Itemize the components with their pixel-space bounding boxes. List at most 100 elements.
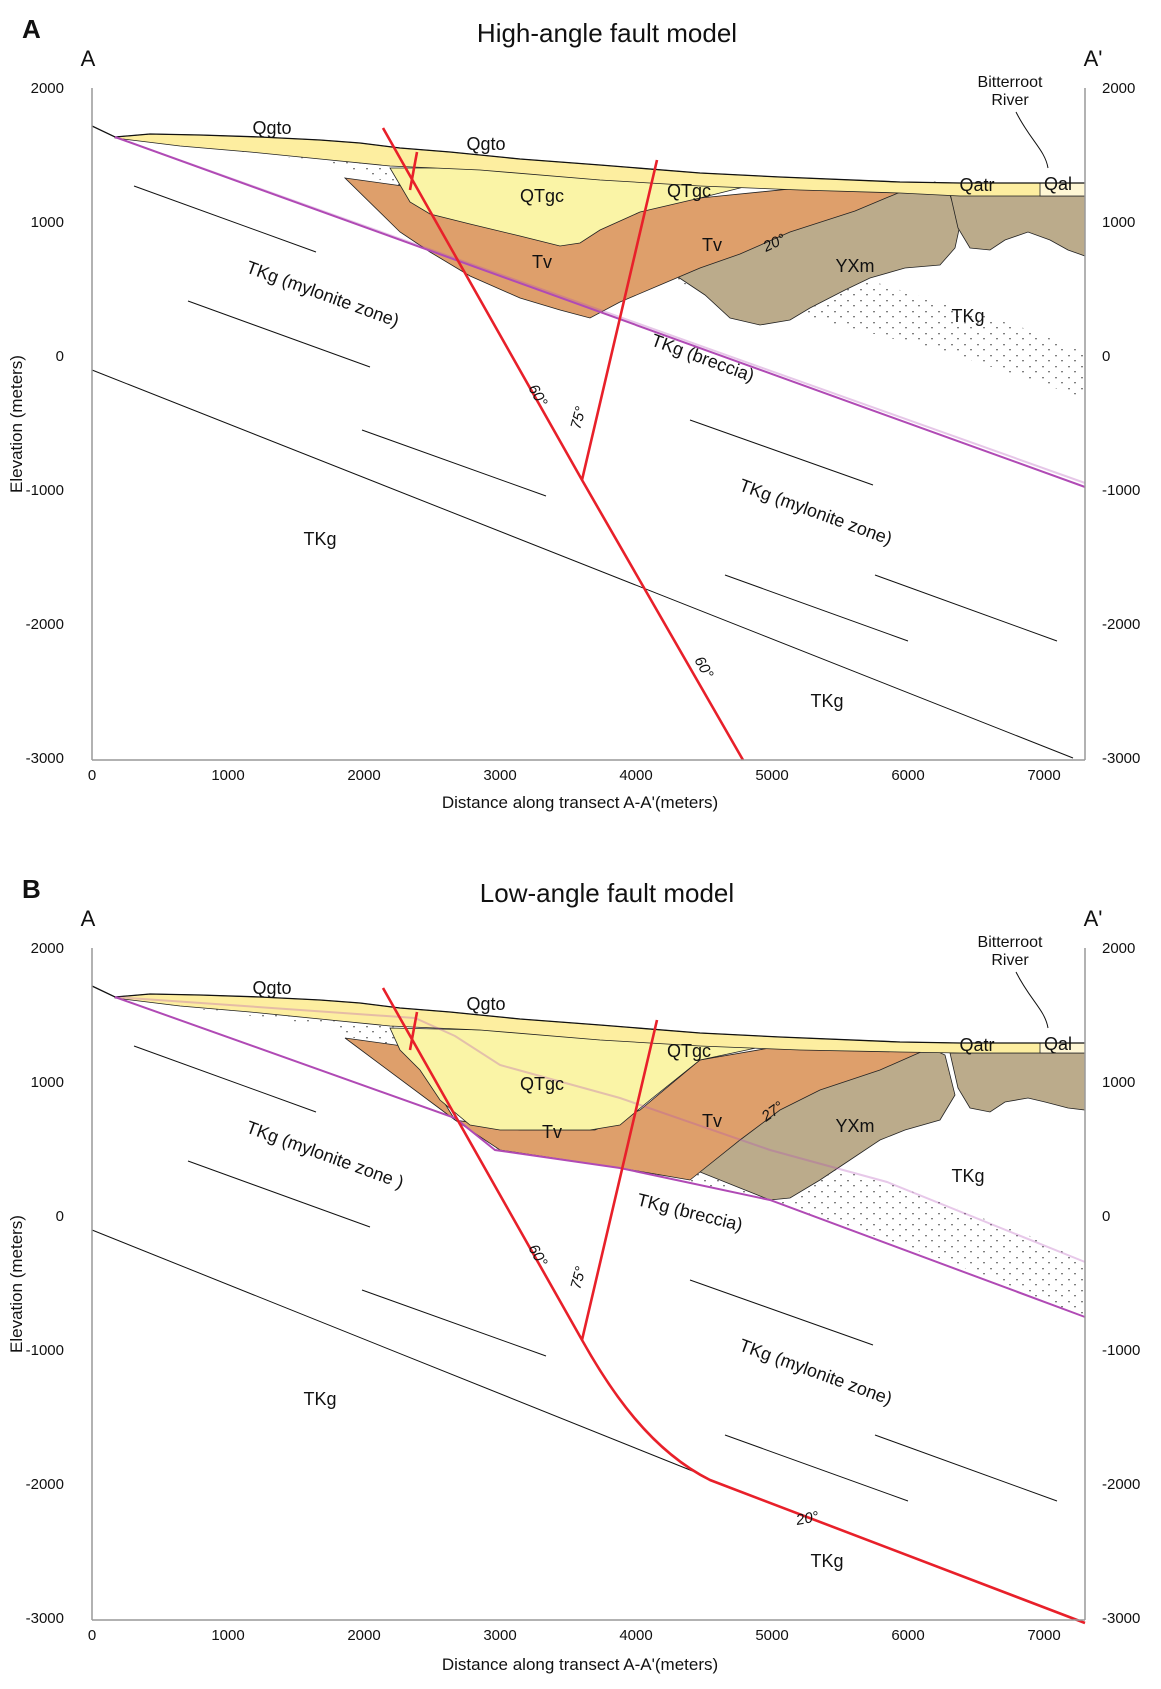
y-tick: -3000 xyxy=(1102,1610,1140,1627)
x-tick: 6000 xyxy=(891,1627,924,1644)
x-tick: 7000 xyxy=(1027,1627,1060,1644)
x-tick: 5000 xyxy=(755,1627,788,1644)
mylonite-foliation xyxy=(91,185,1074,759)
section-end-left: A xyxy=(81,46,96,71)
panel-title: Low-angle fault model xyxy=(480,878,734,908)
label-breccia: TKg (breccia) xyxy=(635,1189,745,1235)
x-axis-label: Distance along transect A-A'(meters) xyxy=(442,793,718,812)
yxm-right xyxy=(949,1052,1086,1113)
x-tick: 3000 xyxy=(483,767,516,784)
label-qgto: Qgto xyxy=(252,978,291,998)
x-tick: 1000 xyxy=(211,767,244,784)
label-tkg: TKg xyxy=(810,691,843,711)
label-qtgc: QTgc xyxy=(520,1074,564,1094)
x-tick: 7000 xyxy=(1027,767,1060,784)
x-axis-label: Distance along transect A-A'(meters) xyxy=(442,1655,718,1674)
label-river: River xyxy=(991,92,1029,109)
ground-surface xyxy=(91,985,1085,1044)
y-tick: -3000 xyxy=(1102,750,1140,767)
y-tick: 2000 xyxy=(1102,940,1135,957)
x-ticks-a: 0 1000 2000 3000 4000 5000 6000 7000 xyxy=(88,767,1061,784)
label-mylonite-zone: TKg (mylonite zone) xyxy=(737,1335,895,1409)
faults xyxy=(381,987,1086,1625)
y-tick: -1000 xyxy=(26,1342,64,1359)
label-tkg: TKg xyxy=(303,1389,336,1409)
y-ticks-b: 2000 1000 0 -1000 -2000 -3000 2000 1000 … xyxy=(26,940,1141,1627)
y-tick: -2000 xyxy=(26,616,64,633)
panel-letter: A xyxy=(22,14,41,44)
panel-a: A High-angle fault model A A' xyxy=(7,14,1140,812)
x-tick: 0 xyxy=(88,767,96,784)
mylonite-foliation xyxy=(91,1045,1058,1502)
x-tick: 4000 xyxy=(619,1627,652,1644)
label-breccia: TKg (breccia) xyxy=(649,330,757,386)
yxm-right xyxy=(949,192,1086,257)
cross-section-a xyxy=(91,125,1086,761)
label-fault-dip: 20° xyxy=(794,1508,820,1529)
label-qgto: Qgto xyxy=(466,134,505,154)
label-qatr: Qatr xyxy=(959,175,994,195)
y-tick: 1000 xyxy=(31,214,64,231)
label-mylonite-zone: TKg (mylonite zone) xyxy=(737,475,895,549)
y-tick: 2000 xyxy=(1102,80,1135,97)
river-pointer xyxy=(1015,971,1049,1029)
x-tick: 1000 xyxy=(211,1627,244,1644)
label-river: River xyxy=(991,952,1029,969)
cross-section-b xyxy=(91,985,1086,1625)
label-qgto: Qgto xyxy=(466,994,505,1014)
label-yxm: YXm xyxy=(835,256,874,276)
x-tick: 3000 xyxy=(483,1627,516,1644)
label-qtgc: QTgc xyxy=(667,1041,711,1061)
label-tv: Tv xyxy=(702,235,722,255)
section-end-right: A' xyxy=(1084,46,1103,71)
y-tick: 0 xyxy=(56,1208,64,1225)
mylonite-boundary-top xyxy=(114,136,1086,484)
axes-b xyxy=(91,948,1086,1621)
x-tick: 6000 xyxy=(891,767,924,784)
y-tick: -1000 xyxy=(1102,1342,1140,1359)
panel-title: High-angle fault model xyxy=(477,18,737,48)
label-fault-dip: 75° xyxy=(567,405,589,431)
y-axis-label: Elevation (meters) xyxy=(7,1215,26,1353)
fault-low-angle xyxy=(381,987,1086,1625)
fault-75 xyxy=(580,1019,659,1341)
label-river: Bitterroot xyxy=(978,74,1043,91)
label-fault-dip: 75° xyxy=(567,1265,589,1291)
label-tkg: TKg xyxy=(303,529,336,549)
label-tv: Tv xyxy=(532,252,552,272)
y-tick: 1000 xyxy=(1102,1074,1135,1091)
label-qgto: Qgto xyxy=(252,118,291,138)
faults xyxy=(381,127,745,761)
fault-splay xyxy=(408,1011,419,1051)
x-ticks-b: 0 1000 2000 3000 4000 5000 6000 7000 xyxy=(88,1627,1061,1644)
label-tkg: TKg xyxy=(951,306,984,326)
label-river: Bitterroot xyxy=(978,934,1043,951)
x-tick: 2000 xyxy=(347,1627,380,1644)
mylonite-boundary-upper xyxy=(114,136,1086,488)
x-tick: 2000 xyxy=(347,767,380,784)
label-qatr: Qatr xyxy=(959,1035,994,1055)
y-tick: -2000 xyxy=(26,1476,64,1493)
y-tick: 0 xyxy=(56,348,64,365)
section-end-right: A' xyxy=(1084,906,1103,931)
label-yxm: YXm xyxy=(835,1116,874,1136)
label-qtgc: QTgc xyxy=(667,181,711,201)
mylonite-boundary-top xyxy=(114,996,1086,1263)
label-mylonite-zone: TKg (mylonite zone) xyxy=(244,257,402,331)
y-tick: 1000 xyxy=(31,1074,64,1091)
label-tv: Tv xyxy=(542,1122,562,1142)
axes-a xyxy=(91,88,1086,761)
label-qtgc: QTgc xyxy=(520,186,564,206)
y-ticks-a: 2000 1000 0 -1000 -2000 -3000 2000 1000 … xyxy=(26,80,1141,767)
y-tick: 2000 xyxy=(31,940,64,957)
y-tick: -2000 xyxy=(1102,616,1140,633)
panel-letter: B xyxy=(22,874,41,904)
fault-75 xyxy=(580,159,659,481)
ground-surface xyxy=(91,125,1085,184)
y-axis-label: Elevation (meters) xyxy=(7,355,26,493)
y-tick: 1000 xyxy=(1102,214,1135,231)
label-qal: Qal xyxy=(1044,174,1072,194)
y-tick: -2000 xyxy=(1102,1476,1140,1493)
y-tick: 0 xyxy=(1102,1208,1110,1225)
